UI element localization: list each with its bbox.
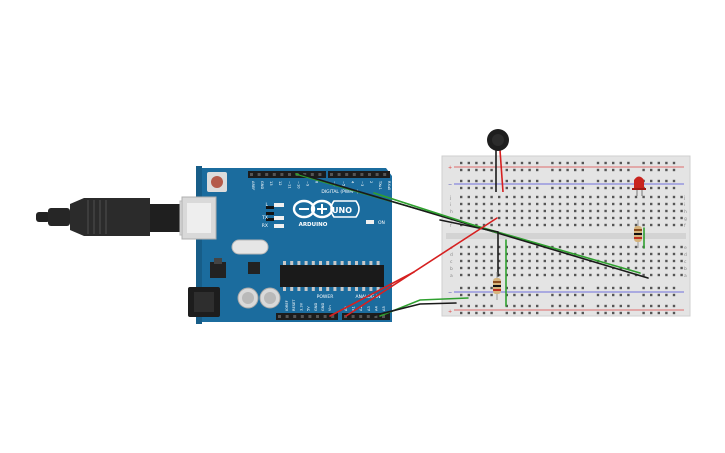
wire-black-gnd: [371, 302, 457, 317]
red-led: [632, 176, 646, 196]
led-l-label: L: [265, 202, 268, 208]
arduino-logo: [292, 199, 360, 219]
digital-pin-label: AREF: [251, 181, 255, 190]
row-letter: e: [684, 246, 687, 251]
arduino-board: UNO ARDUINO L TX RX ON DIGITAL (PWM~) PO…: [181, 166, 392, 324]
digital-pin-label: RX◂0: [387, 181, 391, 191]
svg-text:−: −: [448, 290, 452, 296]
digital-pin-label: ~10: [296, 181, 300, 189]
row-letter: i: [450, 202, 451, 208]
atmega-chip: [280, 261, 384, 291]
model-label: UNO: [332, 206, 352, 215]
digital-pin-label: ~3: [360, 181, 364, 186]
vibration-motor: [487, 129, 509, 193]
brand-label: ARDUINO: [299, 222, 328, 228]
row-letter: f: [450, 223, 452, 229]
analog-pin-label: A1: [352, 306, 356, 311]
digital-pin-label: 8: [314, 181, 318, 184]
resistor-led: [634, 220, 642, 248]
analog-label: ANALOG IN: [355, 294, 380, 300]
wire-black-motor: [439, 219, 499, 233]
power-pin-label: GND: [321, 303, 325, 311]
digital-pin-label: ~9: [305, 181, 309, 187]
row-letter: c: [450, 260, 453, 265]
row-letter: d: [450, 252, 453, 258]
wire-red-5v: [345, 217, 498, 317]
row-letter: h: [450, 209, 453, 215]
power-pin-label: 5V: [307, 306, 311, 311]
row-letter: b: [684, 266, 687, 272]
power-pin-label: GND: [314, 303, 318, 311]
svg-text:+: +: [448, 309, 452, 315]
digital-pin-label: 13: [269, 181, 273, 186]
led-tx-label: TX: [261, 215, 268, 221]
analog-pin-label: A2: [359, 306, 363, 311]
svg-text:+: +: [448, 165, 452, 171]
wire-red-5v-b: [329, 271, 415, 317]
digital-pin-label: 4: [351, 181, 355, 184]
digital-pin-label: GND: [260, 181, 264, 189]
digital-pin-label: ~5: [342, 181, 346, 186]
power-pin-label: Vin: [328, 305, 332, 311]
digital-pin-label: ~11: [287, 181, 291, 189]
row-letter: h: [684, 209, 687, 215]
row-letter: e: [450, 246, 453, 251]
analog-pin-label: A5: [382, 306, 386, 311]
digital-pin-label: 2: [369, 181, 373, 183]
row-letter: j: [683, 195, 685, 201]
power-label: POWER: [317, 294, 334, 300]
power-pin-label: RESET: [292, 299, 296, 311]
led-rx-label: RX: [262, 223, 268, 229]
digital-pin-label: TX▸1: [378, 180, 382, 190]
row-letter: c: [684, 260, 687, 265]
digital-pin-label: 12: [278, 181, 282, 186]
on-label: ON: [378, 220, 385, 226]
wires: [295, 173, 649, 317]
power-pin-label: IOREF: [285, 300, 289, 311]
row-letter: a: [684, 274, 687, 279]
row-letter: a: [450, 274, 453, 279]
row-letter: j: [449, 195, 451, 201]
row-letter: i: [684, 202, 685, 208]
analog-pin-label: A3: [367, 306, 371, 311]
row-letter: b: [450, 266, 453, 272]
row-letter: d: [684, 252, 687, 258]
row-letter: g: [684, 217, 687, 222]
power-pin-label: 3.3V: [299, 302, 303, 311]
wire-green-d-top2: [373, 192, 499, 234]
analog-pin-label: A4: [374, 306, 378, 311]
resistor-motor: [493, 272, 501, 300]
svg-text:−: −: [448, 182, 452, 188]
row-letter: f: [684, 223, 686, 229]
digital-label: DIGITAL (PWM~): [321, 189, 359, 195]
